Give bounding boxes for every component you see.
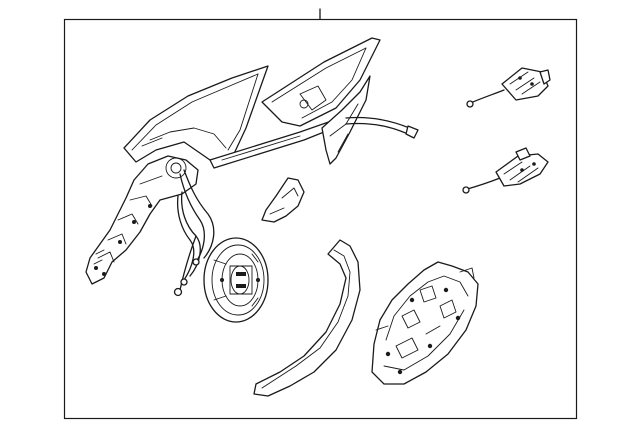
diagram-frame [63, 18, 578, 420]
motor-actuator [203, 237, 269, 323]
mirror-base-bracket-with-harness [85, 155, 215, 297]
mirror-glass [261, 37, 419, 165]
cover-clip [261, 177, 305, 223]
skull-cap-cover [371, 261, 479, 385]
seal-gasket [253, 239, 361, 397]
connector-plug-upper [466, 67, 551, 108]
connector-plug-lower [462, 147, 549, 194]
